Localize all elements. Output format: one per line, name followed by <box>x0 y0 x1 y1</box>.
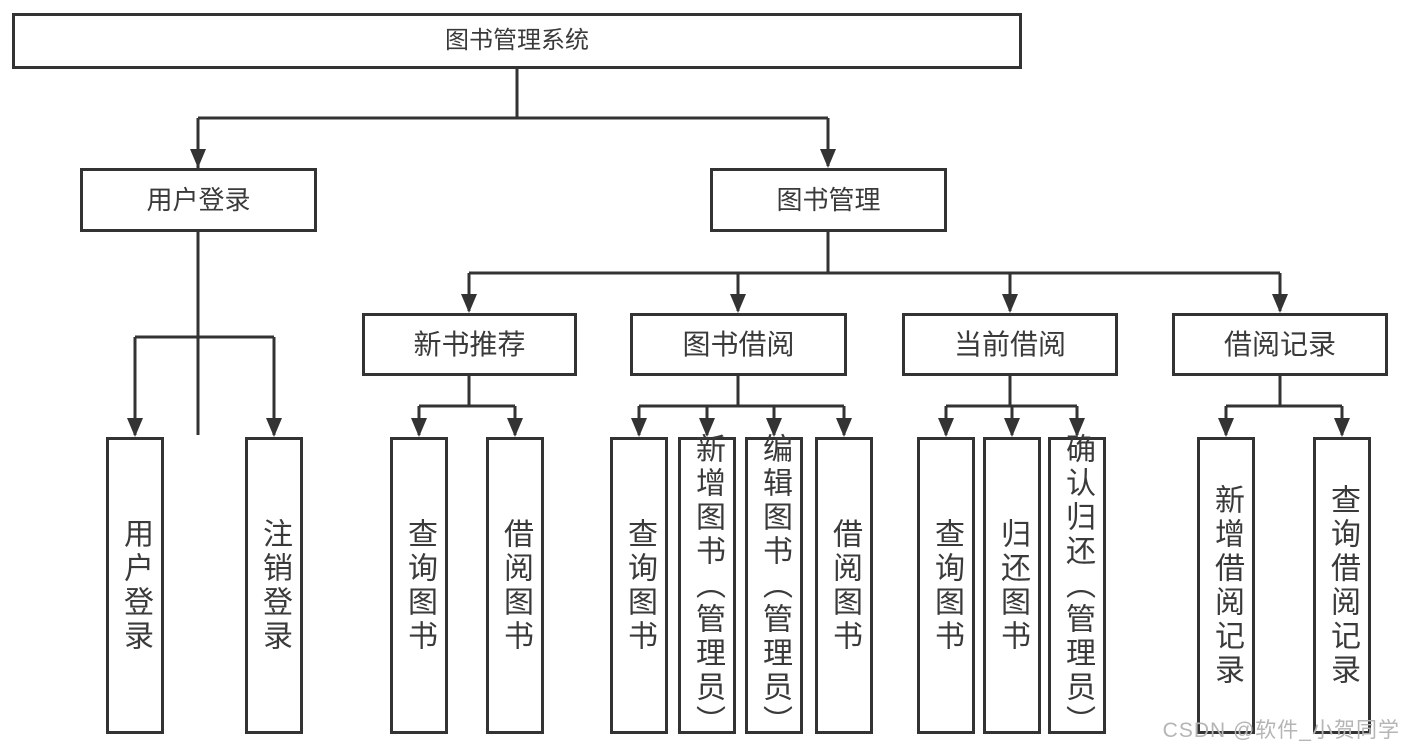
arrow-down-icon <box>1002 294 1018 313</box>
arrow-down-icon <box>507 418 523 437</box>
leaf-confirm-return-admin: 确认归还（管理员） <box>1048 433 1106 739</box>
arrow-down-icon <box>461 294 477 313</box>
node-user-login: 用户登录 <box>80 168 317 232</box>
arrowhead-group <box>127 149 1350 437</box>
arrow-down-icon <box>631 418 647 437</box>
leaf-add-borrow-record: 新增借阅记录 <box>1197 437 1255 734</box>
leaf-query-borrow-record: 查询借阅记录 <box>1313 437 1371 734</box>
leaf-borrow-books: 借阅图书 <box>815 437 873 734</box>
leaf-borrow-books-recommend: 借阅图书 <box>486 437 544 734</box>
arrow-down-icon <box>699 418 715 437</box>
node-root-system: 图书管理系统 <box>12 13 1022 69</box>
leaf-logout: 注销登录 <box>245 437 303 734</box>
arrow-down-icon <box>1004 418 1020 437</box>
node-current-borrowing: 当前借阅 <box>902 313 1118 376</box>
arrow-down-icon <box>730 294 746 313</box>
csdn-watermark: CSDN @软件_小贺同学 <box>1162 719 1400 742</box>
arrow-down-icon <box>190 149 206 168</box>
leaf-add-book-admin: 新增图书（管理员） <box>678 433 736 739</box>
arrow-down-icon <box>127 418 143 437</box>
arrow-down-icon <box>1069 418 1085 437</box>
tree-connector-path <box>133 69 1344 435</box>
arrow-down-icon <box>820 149 836 168</box>
arrow-down-icon <box>411 418 427 437</box>
leaf-query-books-recommend: 查询图书 <box>390 437 448 734</box>
leaf-query-books-current: 查询图书 <box>917 437 975 734</box>
arrow-down-icon <box>938 418 954 437</box>
node-new-book-recommendation: 新书推荐 <box>362 313 577 376</box>
node-book-management: 图书管理 <box>710 168 947 232</box>
leaf-return-book: 归还图书 <box>983 437 1041 734</box>
node-book-borrowing: 图书借阅 <box>630 313 847 376</box>
leaf-user-login: 用户登录 <box>106 437 164 734</box>
leaf-query-books-borrow: 查询图书 <box>610 437 668 734</box>
arrow-down-icon <box>1334 418 1350 437</box>
node-borrowing-records: 借阅记录 <box>1172 313 1388 376</box>
arrow-down-icon <box>266 418 282 437</box>
arrow-down-icon <box>1272 294 1288 313</box>
arrow-down-icon <box>766 418 782 437</box>
arrow-down-icon <box>1218 418 1234 437</box>
arrow-down-icon <box>836 418 852 437</box>
leaf-edit-book-admin: 编辑图书（管理员） <box>745 433 803 739</box>
